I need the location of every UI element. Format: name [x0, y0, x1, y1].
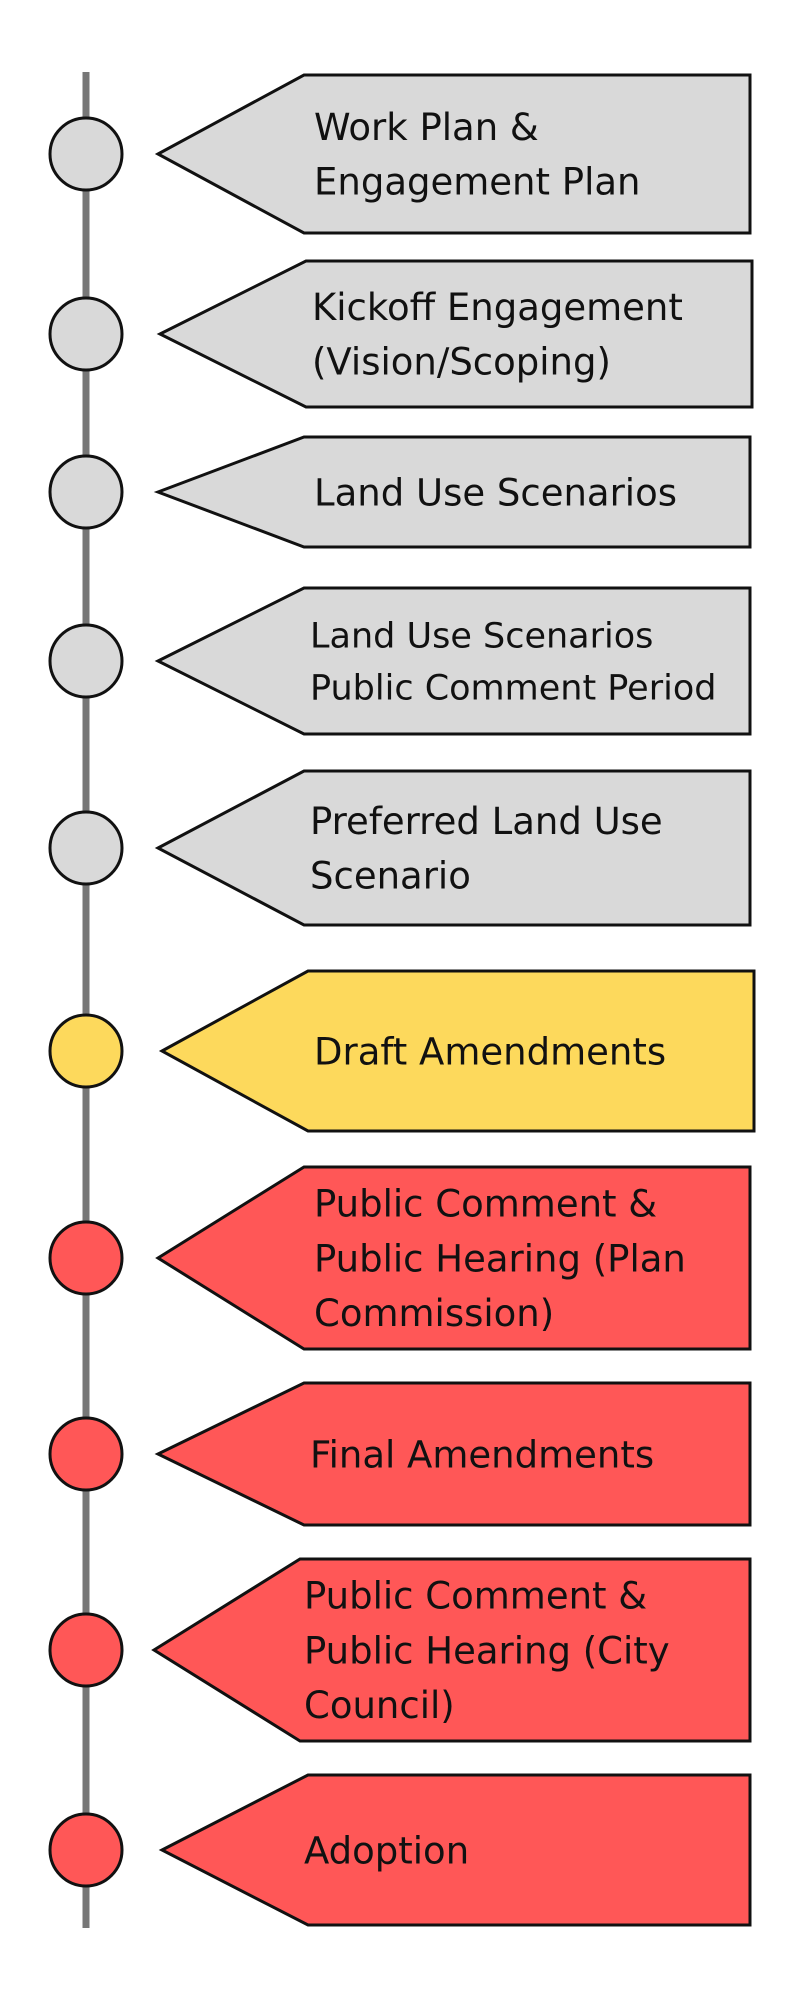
step-label: Kickoff Engagement (Vision/Scoping)	[312, 286, 683, 384]
step-arrow-tag	[153, 435, 752, 549]
step-label: Work Plan & Engagement Plan	[314, 106, 640, 204]
step-marker-icon	[48, 454, 124, 530]
step-label: Final Amendments	[310, 1433, 654, 1476]
step-marker-icon	[48, 116, 124, 192]
step-label-line: Commission)	[314, 1292, 554, 1335]
timeline-step: Land Use Scenarios	[48, 435, 752, 549]
step-marker-icon	[48, 1220, 124, 1296]
step-arrow-tag	[158, 1773, 752, 1927]
timeline-step: Adoption	[48, 1773, 752, 1927]
step-label-line: Draft Amendments	[314, 1030, 666, 1073]
step-label-line: Public Comment &	[304, 1575, 647, 1618]
step-label: Adoption	[304, 1829, 469, 1872]
step-label: Draft Amendments	[314, 1030, 666, 1073]
step-arrow-tag	[151, 1557, 752, 1743]
step-marker-icon	[48, 810, 124, 886]
step-label-line: Scenario	[310, 855, 471, 898]
step-label-line: (Vision/Scoping)	[312, 341, 611, 384]
step-label-line: Final Amendments	[310, 1433, 654, 1476]
step-arrow-tag	[155, 1165, 752, 1351]
step-marker-icon	[48, 623, 124, 699]
step-label-line: Public Comment Period	[310, 669, 716, 709]
step-arrow-tag	[156, 259, 754, 409]
step-marker-icon	[48, 296, 124, 372]
step-arrow-tag	[154, 586, 752, 736]
step-label-line: Public Comment &	[314, 1183, 657, 1226]
step-arrow-tag	[154, 73, 752, 235]
step-label-line: Land Use Scenarios	[314, 471, 677, 514]
step-label: Land Use Scenarios	[314, 471, 677, 514]
timeline-step: Final Amendments	[48, 1381, 752, 1527]
step-label-line: Land Use Scenarios	[310, 617, 653, 657]
timeline-step: Work Plan & Engagement Plan	[48, 73, 752, 235]
step-label-line: Work Plan &	[314, 106, 539, 149]
step-label-line: Council)	[304, 1684, 455, 1727]
step-marker-icon	[48, 1612, 124, 1688]
step-arrow-tag	[154, 769, 752, 927]
step-arrow-tag	[158, 969, 756, 1133]
step-label-line: Preferred Land Use	[310, 800, 663, 843]
step-label-line: Adoption	[304, 1829, 469, 1872]
timeline-step: Draft Amendments	[48, 969, 756, 1133]
step-marker-icon	[48, 1013, 124, 1089]
timeline-step: Kickoff Engagement (Vision/Scoping)	[48, 259, 754, 409]
step-arrow-tag	[154, 1381, 752, 1527]
step-label-line: Kickoff Engagement	[312, 286, 683, 329]
step-marker-icon	[48, 1416, 124, 1492]
step-label-line: Public Hearing (Plan	[314, 1237, 686, 1280]
step-label-line: Public Hearing (City	[304, 1629, 670, 1672]
step-label-line: Engagement Plan	[314, 161, 640, 204]
step-marker-icon	[48, 1812, 124, 1888]
